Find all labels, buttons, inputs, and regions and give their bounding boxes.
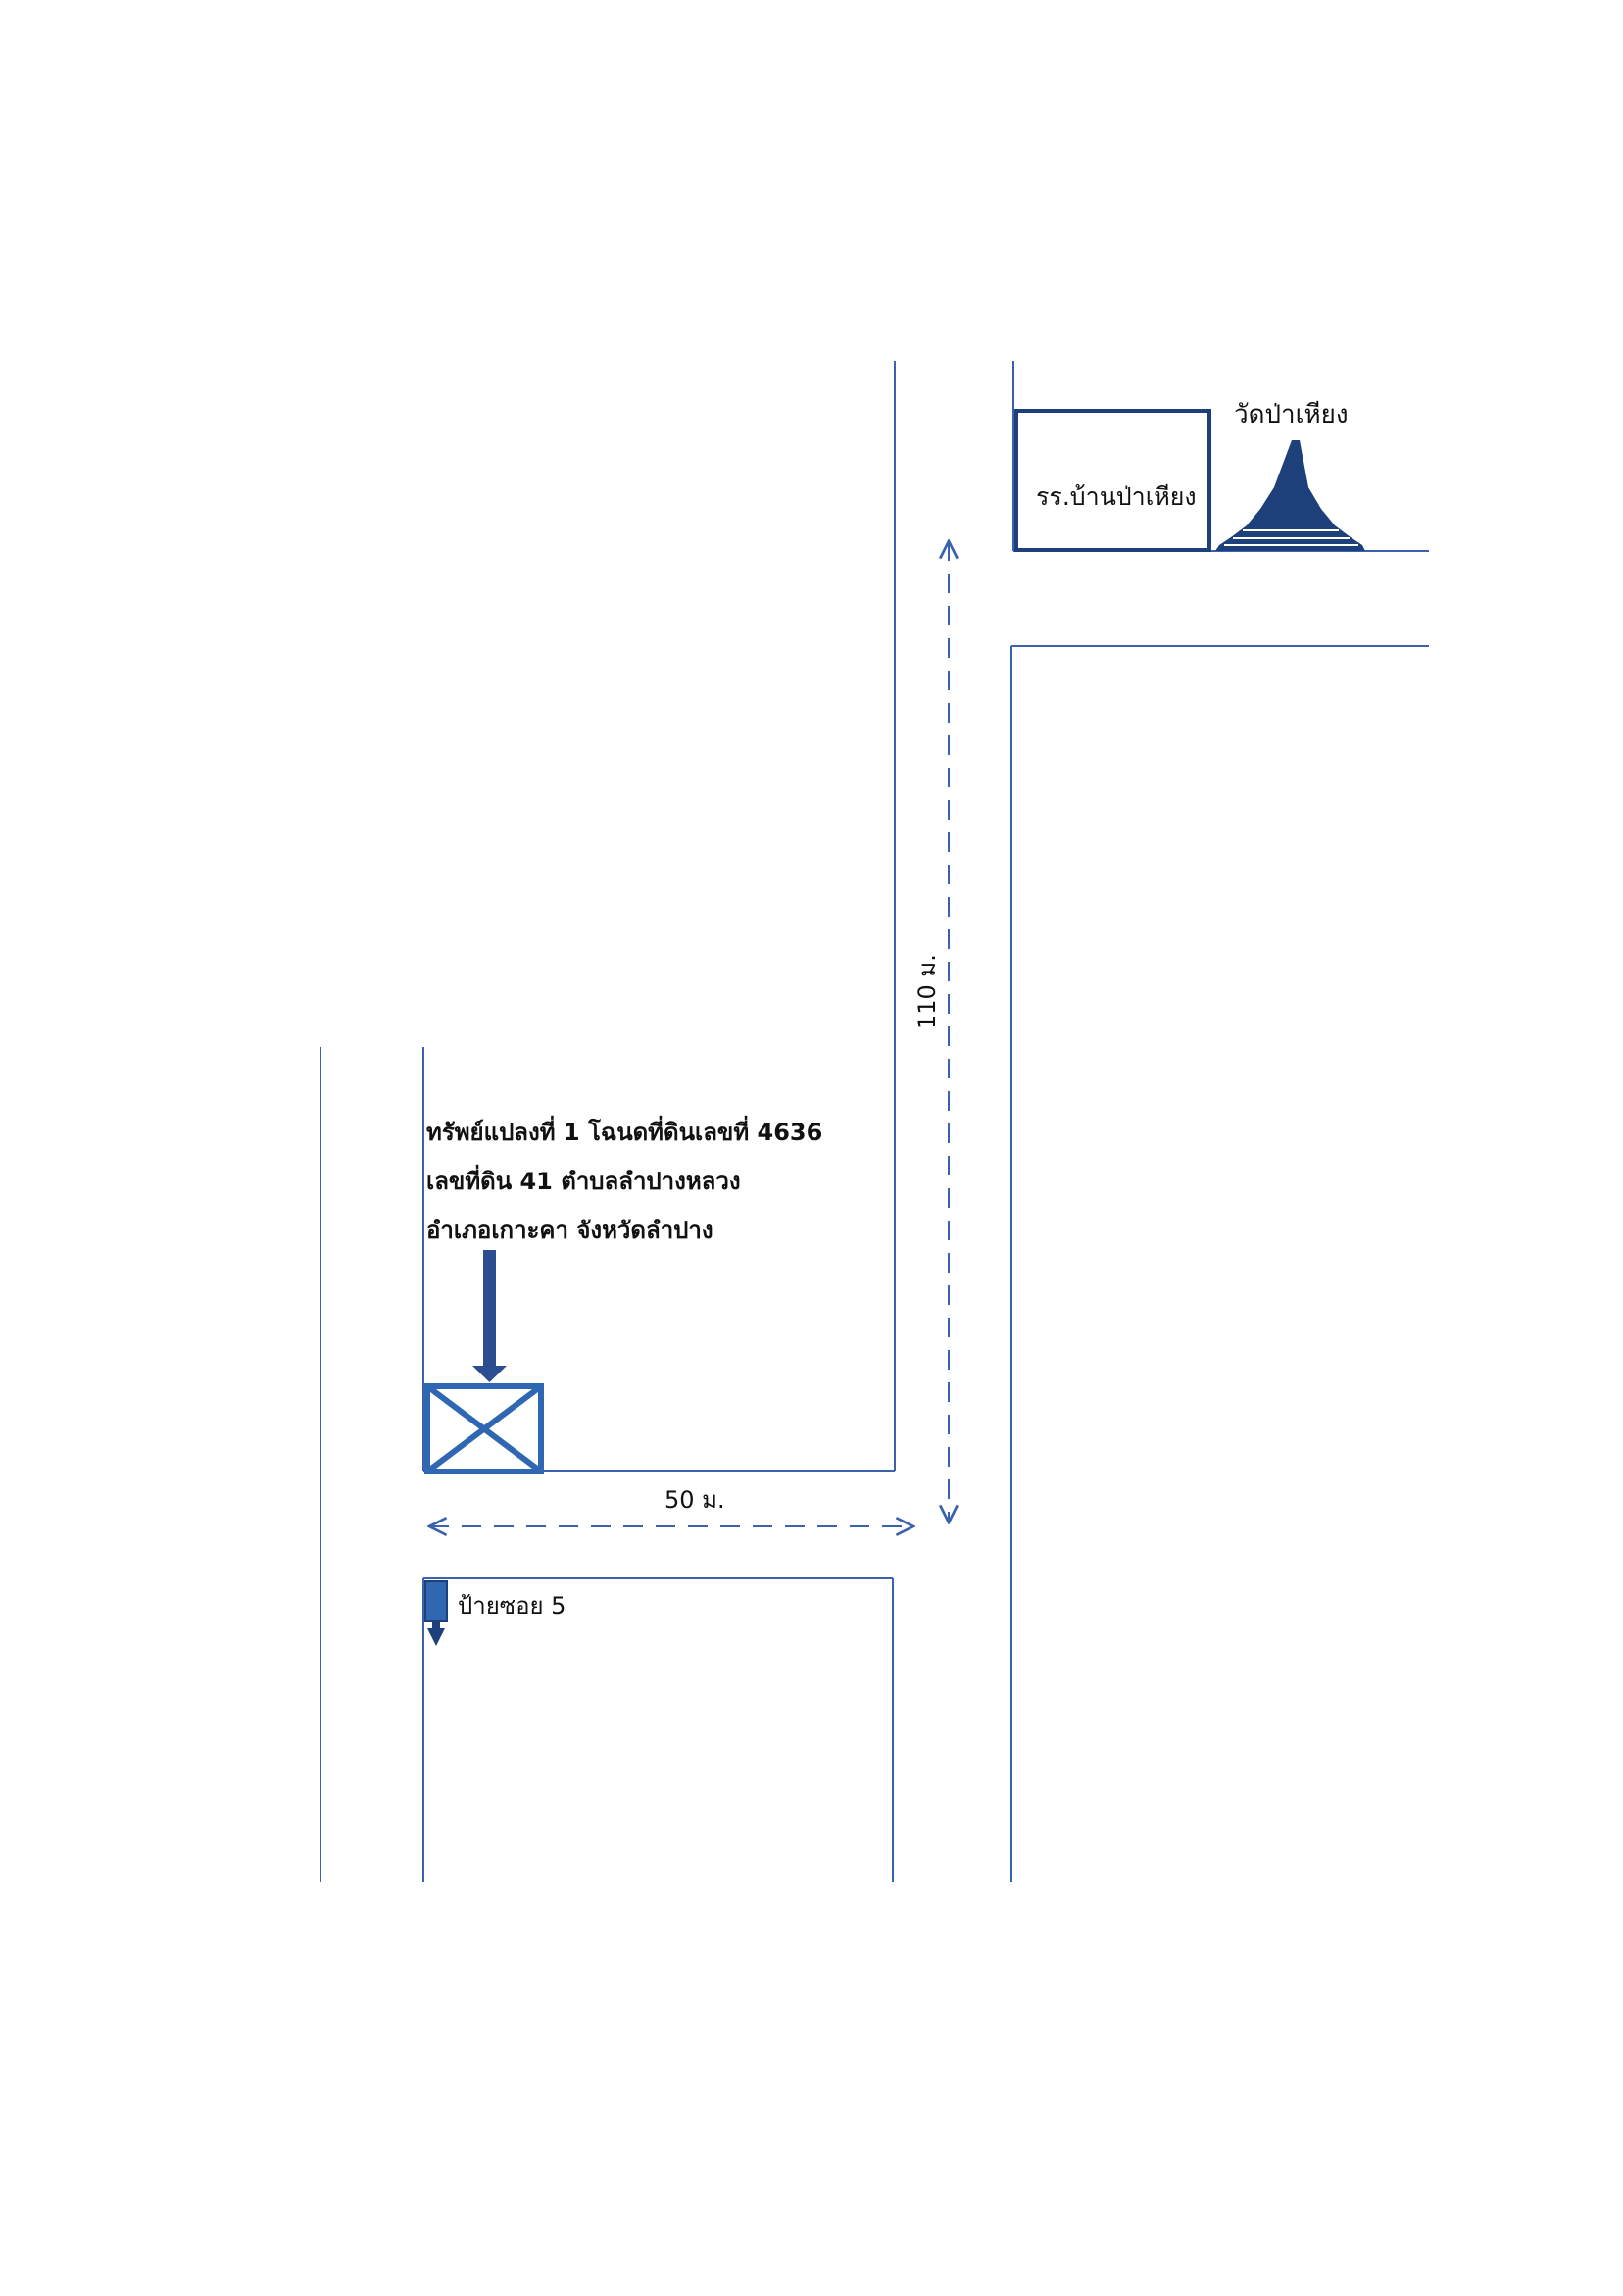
school-label: รร.บ้านป่าเหียง (1036, 482, 1197, 511)
soi-sign-icon (424, 1580, 448, 1646)
temple-chedi-icon (1215, 440, 1365, 551)
temple-label: วัดป่าเหียง (1234, 400, 1349, 429)
property-pointer-arrow-icon (472, 1250, 507, 1382)
distance-vertical-label: 110 ม. (913, 954, 941, 1029)
property-label: ทรัพย์แปลงที่ 1 โฉนดที่ดินเลขที่ 4636 เล… (426, 1115, 822, 1244)
property-marker-icon (424, 1383, 544, 1474)
property-label-line3: อำเภอเกาะคา จังหวัดลำปาง (426, 1217, 713, 1244)
school-building (1014, 409, 1211, 552)
property-label-line2: เลขที่ดิน 41 ตำบลลำปางหลวง (426, 1164, 741, 1195)
road-lines (320, 361, 1429, 1882)
property-label-line1: ทรัพย์แปลงที่ 1 โฉนดที่ดินเลขที่ 4636 (426, 1115, 822, 1146)
soi-sign-label: ป้ายซอย 5 (458, 1592, 566, 1620)
distance-horizontal-label: 50 ม. (664, 1486, 725, 1514)
